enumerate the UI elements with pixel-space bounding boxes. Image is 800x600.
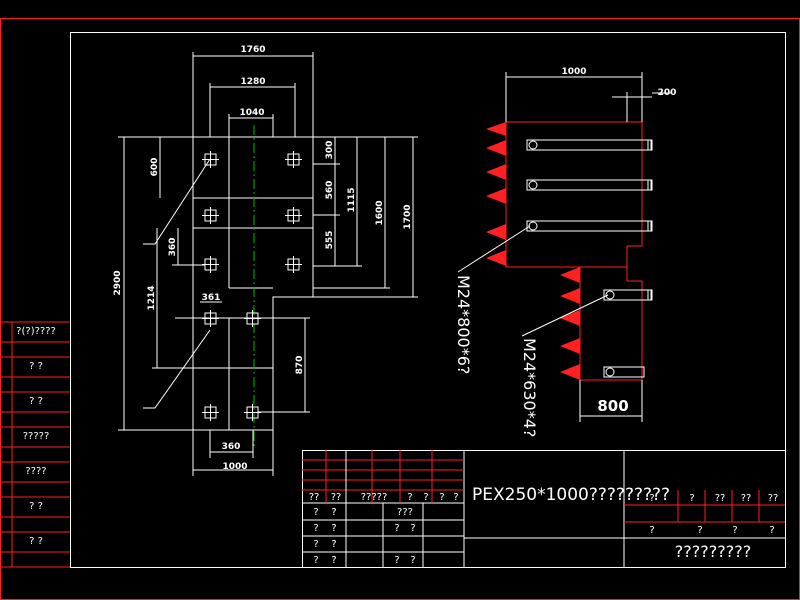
- tb-header-2: ?????: [361, 492, 388, 503]
- dim-870: 870: [295, 356, 305, 375]
- tb-header-4: ?: [423, 492, 428, 503]
- dim-800: 800: [597, 397, 628, 415]
- tb-right-h3: ??: [741, 493, 752, 504]
- tb-right-h2: ??: [715, 493, 726, 504]
- dim-1000-section: 1000: [561, 67, 586, 77]
- tb-left-2-0: ?: [313, 539, 318, 550]
- bolt-label-lower: M24*630*4?: [520, 338, 539, 437]
- tb-left-1-0: ?: [313, 523, 318, 534]
- tb-left-1-2: ?: [394, 523, 399, 534]
- tb-header-0: ??: [309, 492, 320, 503]
- dim-1115: 1115: [347, 187, 357, 212]
- dim-300: 300: [325, 141, 335, 160]
- dim-555: 555: [325, 231, 335, 250]
- tb-left-0-2: ???: [397, 507, 413, 518]
- inner-border: [70, 32, 786, 568]
- tb-right-r2: ?: [732, 525, 737, 536]
- side-row-6: ? ?: [29, 536, 43, 547]
- tb-right-r1: ?: [697, 525, 702, 536]
- tb-left-0-1: ?: [331, 507, 336, 518]
- dim-1040: 1040: [239, 108, 264, 118]
- tb-right-r0: ?: [649, 525, 654, 536]
- tb-left-3-3: ?: [410, 555, 415, 566]
- side-row-3: ?????: [23, 431, 50, 442]
- dim-1760: 1760: [240, 45, 265, 55]
- dim-361: 361: [202, 293, 221, 303]
- tb-right-h0: ?: [649, 493, 654, 504]
- bolt-label-upper: M24*800*6?: [454, 275, 473, 374]
- tb-left-0-0: ?: [313, 507, 318, 518]
- tb-right-h4: ??: [768, 493, 779, 504]
- side-row-4: ????: [25, 466, 46, 477]
- dim-1700: 1700: [403, 204, 413, 229]
- dim-360: 360: [168, 238, 178, 257]
- dim-1600: 1600: [375, 200, 385, 225]
- tb-left-1-1: ?: [331, 523, 336, 534]
- tb-header-6: ?: [453, 492, 458, 503]
- dim-560: 560: [325, 181, 335, 200]
- tb-left-2-1: ?: [331, 539, 336, 550]
- dim-600: 600: [150, 158, 160, 177]
- tb-left-1-3: ?: [410, 523, 415, 534]
- plan-view: 1760 1280 1040 2900 600 360 1214 361 36: [113, 45, 418, 476]
- tb-header-5: ?: [439, 492, 444, 503]
- dim-1280: 1280: [240, 77, 265, 87]
- title-block: ?? ?? ????? ? ? ? ? ? ? ??? ? ? ? ? ? ? …: [302, 450, 786, 568]
- side-row-0: ?(?)????: [16, 326, 56, 337]
- dim-2900: 2900: [113, 270, 123, 295]
- tb-right-r3: ?: [769, 525, 774, 536]
- dim-200: 200: [658, 88, 677, 98]
- dim-360-bottom: 360: [222, 442, 241, 452]
- tb-header-1: ??: [331, 492, 342, 503]
- bolt-holes: [202, 151, 302, 421]
- tb-left-3-1: ?: [331, 555, 336, 566]
- side-table: ?(?)???? ? ? ? ? ????? ???? ? ? ? ?: [0, 321, 70, 568]
- drawing-title: PEX250*1000?????????: [472, 485, 670, 505]
- tb-left-3-2: ?: [394, 555, 399, 566]
- dim-1214: 1214: [147, 285, 157, 310]
- side-row-1: ? ?: [29, 361, 43, 372]
- dim-1000: 1000: [222, 462, 247, 472]
- side-row-2: ? ?: [29, 396, 43, 407]
- tb-header-3: ?: [407, 492, 412, 503]
- side-row-5: ? ?: [29, 501, 43, 512]
- section-view: 1000 200 800 M24*800*6? M24*630*4?: [454, 67, 676, 437]
- company-name: ?????????: [675, 542, 751, 561]
- anchor-bolts: [526, 139, 653, 378]
- tb-right-h1: ?: [689, 493, 694, 504]
- tb-left-3-0: ?: [313, 555, 318, 566]
